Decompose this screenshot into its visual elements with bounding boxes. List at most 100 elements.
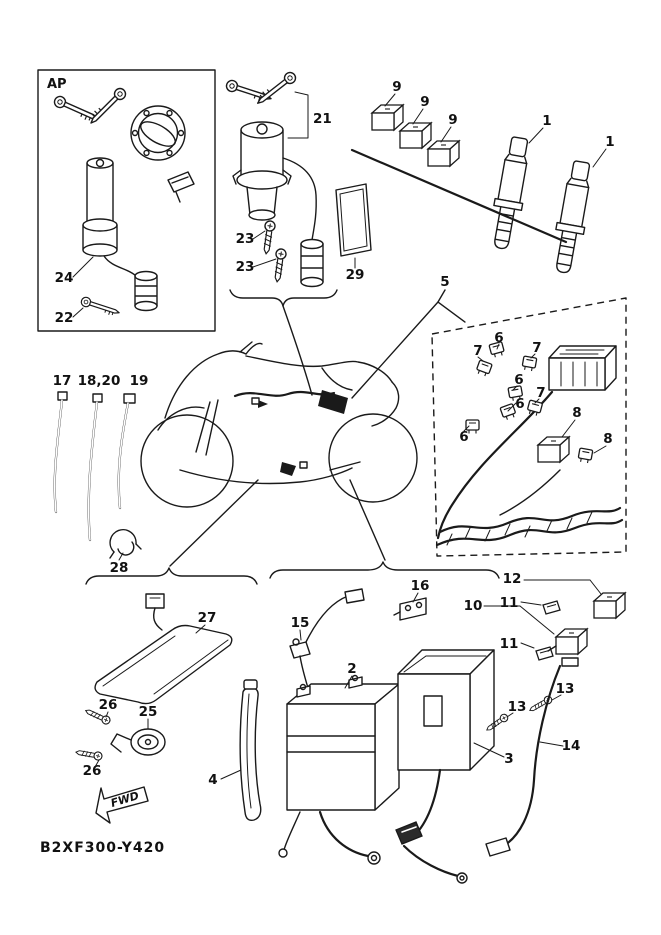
fuse-icon	[474, 359, 493, 378]
relay-group-9: 9 9 9	[371, 79, 460, 167]
group-brace	[269, 561, 500, 579]
callout-7a: 7	[473, 343, 482, 359]
relay-icon	[399, 122, 432, 149]
lower-location-marker	[280, 462, 296, 476]
callout-17: 17	[53, 373, 72, 389]
screw-icon	[271, 247, 288, 284]
motorcycle-sketch	[140, 341, 418, 508]
callout-26b: 26	[83, 763, 102, 779]
callout-12: 12	[503, 571, 522, 587]
battery-box-3	[397, 649, 495, 771]
harness-rope	[435, 518, 624, 547]
callout-4: 4	[208, 772, 217, 788]
spare-key-icon	[79, 295, 122, 319]
key-icon	[86, 85, 129, 128]
key-icon	[224, 78, 274, 106]
fuse-icon	[521, 355, 538, 373]
callout-9b: 9	[420, 94, 429, 110]
relay-cluster	[535, 592, 626, 667]
callout-11a: 11	[500, 595, 519, 611]
callout-7c: 7	[536, 385, 545, 401]
callout-9c: 9	[448, 112, 457, 128]
cable-tie-head	[57, 391, 68, 401]
connector-boot	[134, 270, 158, 312]
callout-11b: 11	[500, 636, 519, 652]
screw-icon	[74, 747, 104, 762]
horn-25	[110, 728, 166, 756]
callout-16: 16	[411, 578, 430, 594]
callout-19: 19	[130, 373, 149, 389]
wire-protector-27	[94, 624, 233, 705]
main-switch-body	[232, 121, 292, 221]
callout-7b: 7	[532, 340, 541, 356]
callout-26a: 26	[99, 697, 118, 713]
connector	[145, 593, 165, 609]
switch-wire	[282, 157, 317, 241]
callout-18-20: 18,20	[78, 373, 121, 389]
callout-24: 24	[55, 270, 74, 286]
battery-group: 16 15 2 3	[269, 561, 626, 884]
callout-23b: 23	[236, 259, 255, 275]
ignition-coil-group: 1 1	[493, 113, 615, 274]
fuse-icon	[499, 402, 518, 422]
wire-lead-14	[485, 664, 562, 857]
leader-lines	[169, 148, 568, 567]
battery-wires	[278, 768, 468, 884]
cable-tie-head	[123, 393, 136, 404]
callout-1a: 1	[542, 113, 551, 129]
key-icon	[253, 69, 299, 109]
callout-28: 28	[110, 560, 129, 576]
clamp-28	[109, 529, 142, 559]
lock-bracket	[167, 171, 195, 203]
relay-icon	[537, 436, 570, 463]
fuse-icon	[577, 447, 594, 465]
group-brace	[85, 567, 258, 585]
group-brace	[229, 289, 338, 307]
relay-icon	[593, 592, 626, 619]
screw-icon	[260, 219, 277, 256]
main-switch-group: 21 23 23 29	[224, 69, 372, 307]
cable-tie-head	[92, 393, 103, 403]
callout-14: 14	[562, 738, 581, 754]
ap-inset-box: AP 24	[37, 69, 216, 332]
immobilizer-wire	[103, 255, 137, 277]
callout-29: 29	[346, 267, 365, 283]
callout-22: 22	[55, 310, 74, 326]
lock-cylinder	[82, 157, 118, 257]
callout-5: 5	[440, 274, 449, 290]
callout-6b: 6	[514, 372, 523, 388]
callout-6a: 6	[494, 330, 503, 346]
relay-icon	[371, 104, 404, 131]
ignition-coil	[555, 160, 591, 274]
clip-icon	[542, 600, 561, 615]
callout-25: 25	[139, 704, 158, 720]
callout-8a: 8	[572, 405, 581, 421]
ignition-coil	[493, 136, 529, 250]
callout-6c: 6	[459, 429, 468, 445]
fuel-filler-cap	[130, 105, 186, 161]
callout-8b: 8	[603, 431, 612, 447]
instruction-plate	[335, 183, 372, 257]
band-strap-4	[239, 679, 262, 822]
fusebox-wire	[436, 390, 554, 540]
fwd-direction-arrow: FWD	[95, 786, 149, 824]
battery-terminal-15	[289, 588, 365, 689]
callout-23a: 23	[236, 231, 255, 247]
callout-6d: 6	[515, 396, 524, 412]
fuse-harness-box: 5 6 7 7 6 7 6 6 8 8	[431, 274, 627, 557]
relay-icon	[555, 628, 588, 655]
callout-1b: 1	[605, 134, 614, 150]
harness-location-marker	[318, 390, 348, 414]
drawing-code: B2XF300-Y420	[40, 840, 165, 856]
callout-10: 10	[464, 598, 483, 614]
relay-icon	[427, 140, 460, 167]
callout-9a: 9	[392, 79, 401, 95]
battery-2	[286, 674, 400, 811]
main-harness-wire	[233, 390, 336, 398]
fuse-box	[548, 345, 617, 391]
arrow-marker	[258, 400, 268, 408]
switch-connector-boot	[300, 238, 324, 288]
callout-13a: 13	[556, 681, 575, 697]
